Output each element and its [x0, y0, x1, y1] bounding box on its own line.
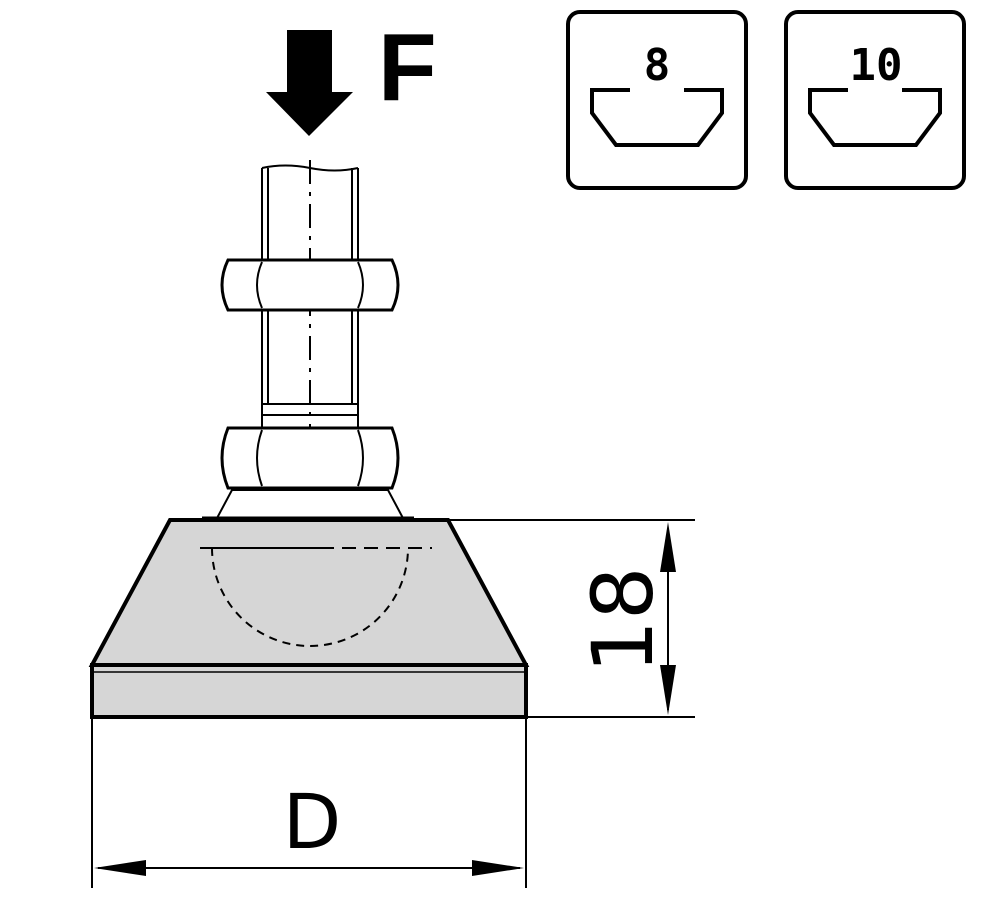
slot-size-label: 8	[644, 40, 671, 91]
dimension-arrow-icon	[472, 860, 524, 876]
ball-joint-hidden	[200, 547, 432, 647]
hex-nut-upper	[220, 258, 400, 312]
force-arrow-icon	[266, 30, 353, 136]
t-slot-profile-icon	[808, 88, 942, 147]
height-dimension-label: 18	[574, 567, 672, 674]
dimension-arrow-icon	[660, 665, 676, 715]
t-slot-profile-icon	[590, 88, 724, 147]
dimension-arrow-icon	[660, 522, 676, 572]
diameter-dimension	[91, 717, 527, 888]
ball-neck	[214, 489, 406, 521]
height-dimension	[448, 519, 695, 718]
hex-nut-lower	[220, 426, 400, 490]
slot-size-label: 10	[850, 40, 903, 91]
force-label: F	[378, 14, 437, 121]
leveling-base	[88, 516, 530, 719]
diameter-dimension-label: D	[283, 777, 342, 866]
slot-badge-10: 10	[784, 10, 966, 190]
dimension-arrow-icon	[94, 860, 146, 876]
slot-badge-8: 8	[566, 10, 748, 190]
